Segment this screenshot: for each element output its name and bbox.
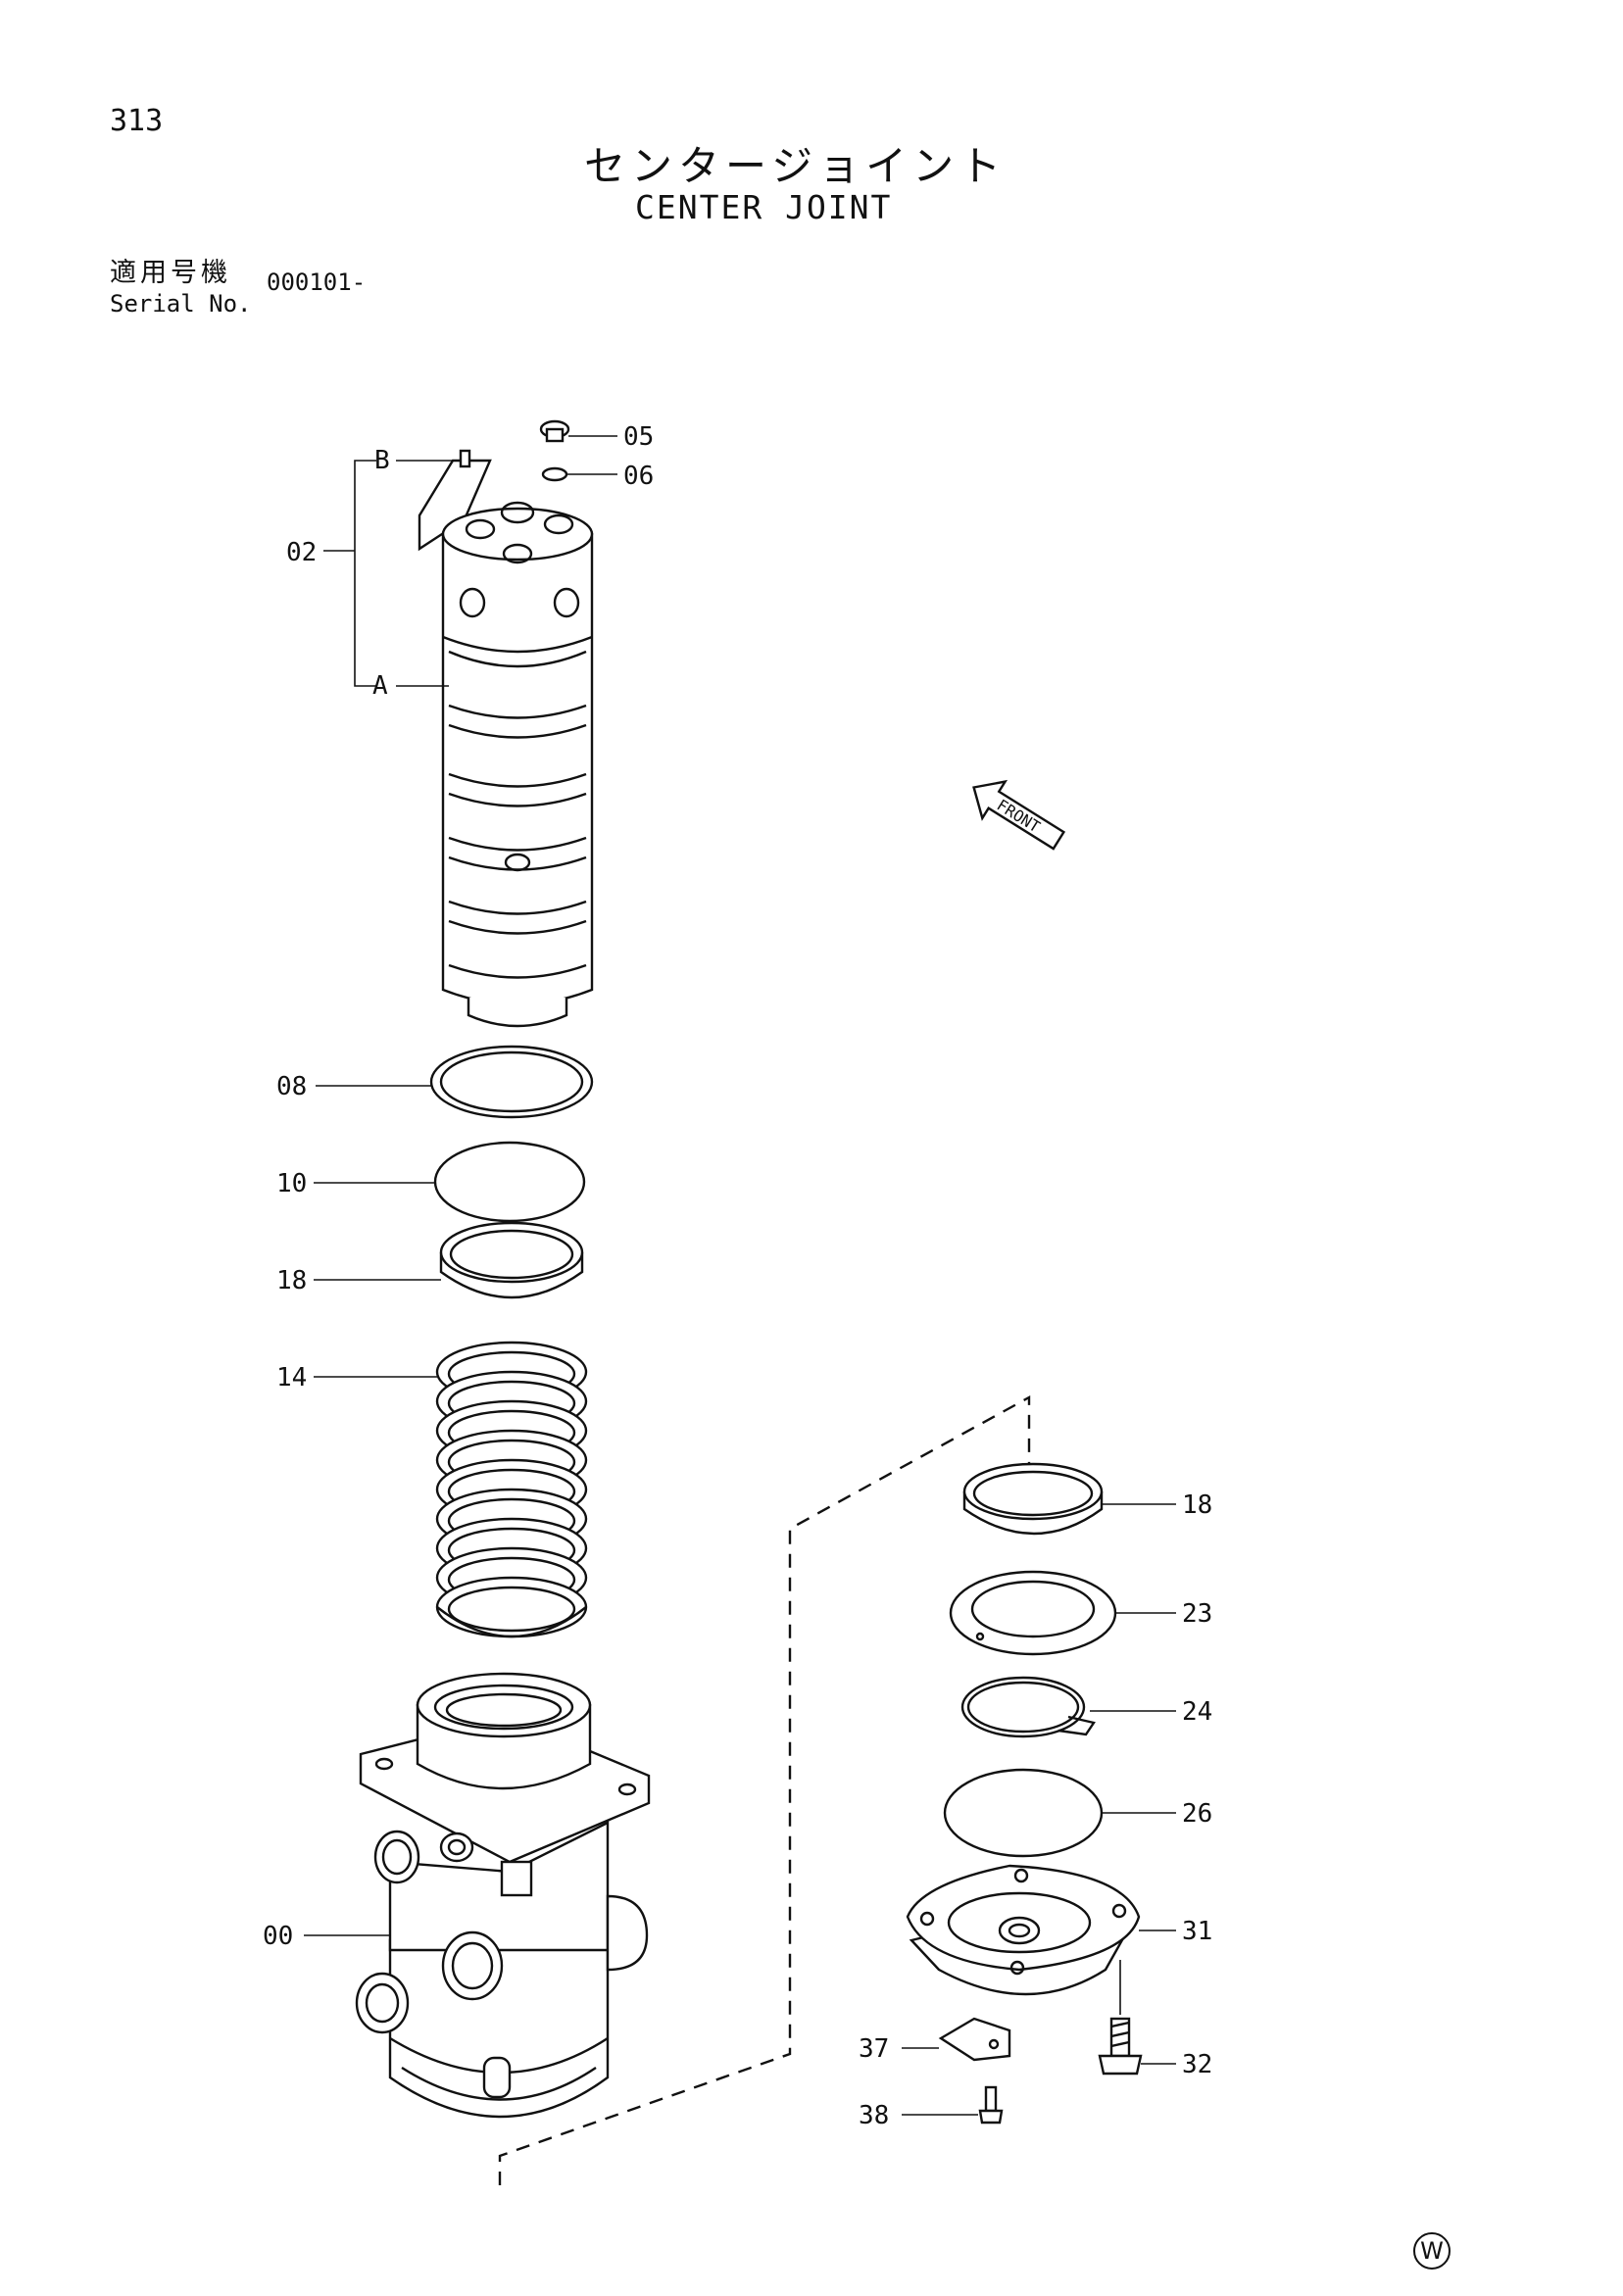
part-32-bolt [1098, 1960, 1176, 2076]
seal-ring-inner [447, 1586, 576, 1633]
part-18-ring-right [962, 1462, 1176, 1536]
part-31-cover [906, 1864, 1176, 1996]
part-23-thrust-plate [949, 1570, 1176, 1656]
callout-A: A [372, 671, 388, 701]
callout-18-left: 18 [276, 1266, 307, 1295]
part-06-oring [541, 466, 617, 482]
callout-02: 02 [286, 538, 317, 567]
part-26-disc [943, 1768, 1176, 1858]
serial-label-japanese: 適用号機 [110, 258, 231, 288]
callout-38: 38 [859, 2101, 889, 2130]
callout-06: 06 [623, 462, 654, 491]
page-number: 313 [110, 104, 164, 138]
page-title-japanese: センタージョイント [584, 142, 1008, 190]
callout-32: 32 [1182, 2050, 1212, 2079]
callout-26: 26 [1182, 1799, 1212, 1829]
front-arrow-icon: FRONT [972, 779, 1066, 851]
part-10-disc [314, 1141, 586, 1223]
callout-24: 24 [1182, 1697, 1212, 1727]
part-18-ring-left [314, 1221, 584, 1299]
serial-number-value: 000101- [267, 269, 367, 296]
callout-08: 08 [276, 1072, 307, 1101]
callout-14: 14 [276, 1363, 307, 1392]
page-title-english: CENTER JOINT [635, 188, 893, 226]
part-00-body [304, 1672, 651, 2119]
serial-label-english: Serial No. [110, 290, 252, 318]
callout-31: 31 [1182, 1917, 1212, 1946]
part-02-spindle [418, 449, 594, 1028]
part-14-seal-stack [435, 1341, 588, 1638]
part-38-screw [902, 2085, 1004, 2125]
footer-mark: W [1413, 2232, 1451, 2270]
seal-stack-bottom [436, 1606, 587, 1638]
callout-37: 37 [859, 2034, 889, 2064]
part-37-plate [902, 2017, 1011, 2062]
part-24-snap-ring [960, 1676, 1176, 1738]
callout-18-right: 18 [1182, 1490, 1212, 1520]
assembly-dashed-line [498, 1394, 1031, 2185]
callout-05: 05 [623, 422, 654, 452]
callout-00: 00 [263, 1922, 293, 1951]
part-08-seal [316, 1045, 594, 1119]
callout-bracket-02 [323, 460, 459, 687]
callout-23: 23 [1182, 1599, 1212, 1629]
callout-10: 10 [276, 1169, 307, 1198]
part-05-plug [539, 419, 617, 443]
callout-B: B [374, 446, 390, 475]
